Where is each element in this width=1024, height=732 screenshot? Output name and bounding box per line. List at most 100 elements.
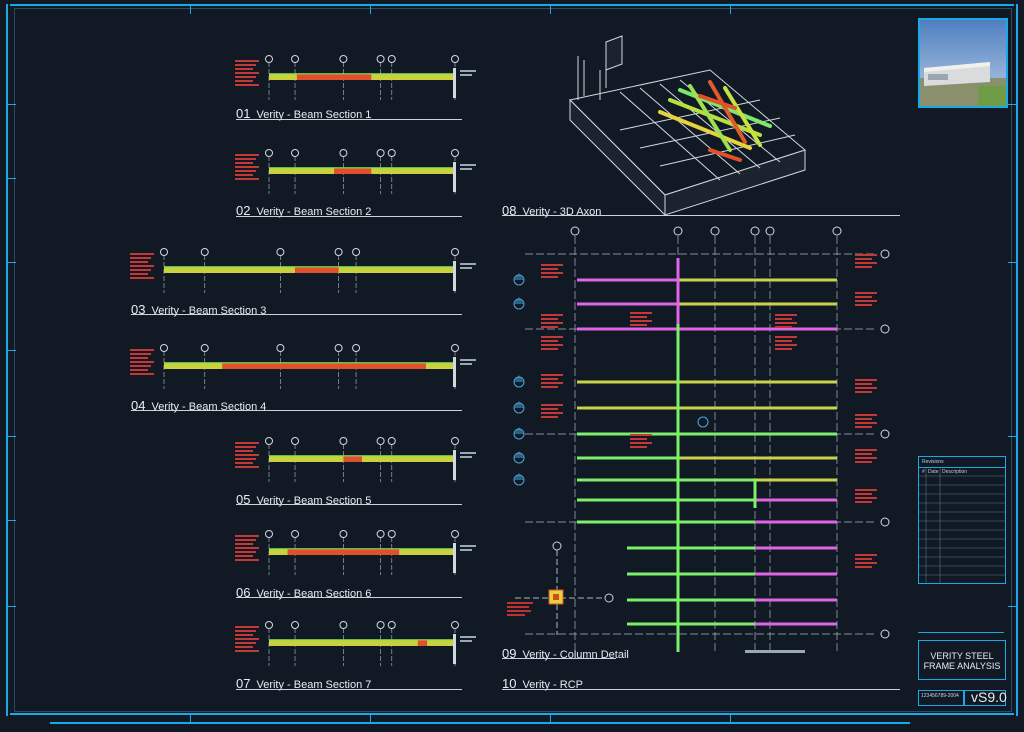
annotation-text: [235, 450, 253, 452]
beam-section-2: [235, 149, 476, 194]
border-tick: [1008, 262, 1018, 263]
annotation-text: [855, 449, 877, 451]
annotation-text: [855, 383, 872, 385]
annotation-text: [855, 292, 877, 294]
annotation-text: [630, 438, 647, 440]
annotation-text: [460, 545, 476, 547]
annotation-text: [130, 357, 148, 359]
annotation-text: [541, 374, 563, 376]
annotation-text: [775, 336, 797, 338]
beam-top-edge: [269, 455, 455, 457]
annotation-text: [855, 262, 877, 264]
annotation-text: [235, 543, 253, 545]
grid-bubble: [265, 149, 273, 157]
section-tag: [697, 416, 709, 428]
annotation-text: [130, 361, 154, 363]
annotation-text: [630, 320, 652, 322]
annotation-text: [235, 170, 256, 172]
view-title-underline: [502, 658, 616, 659]
annotation-text: [541, 412, 563, 414]
border-tick: [1008, 104, 1018, 105]
grid-bubble: [710, 226, 720, 236]
annotation-text: [855, 258, 872, 260]
annotation-text: [460, 456, 472, 458]
annotation-text: [541, 268, 558, 270]
border-tick: [550, 713, 551, 723]
annotation-text: [855, 304, 872, 306]
view-name: Verity - Beam Section 4: [151, 401, 267, 413]
revision-col-description: Description: [942, 469, 968, 475]
rendering-thumbnail: [918, 18, 1008, 108]
axon-wall-left: [569, 98, 666, 217]
axon-view: [568, 35, 807, 217]
annotation-text: [130, 353, 151, 355]
grid-bubble: [750, 226, 760, 236]
annotation-text: [855, 493, 872, 495]
grid-bubble: [265, 621, 273, 629]
top-border-line: [10, 4, 1014, 6]
grid-bubble: [552, 541, 562, 551]
grid-bubble: [276, 248, 285, 256]
border-tick: [190, 713, 191, 723]
grid-bubble: [451, 149, 459, 157]
annotation-text: [130, 269, 151, 271]
annotation-text: [855, 457, 877, 459]
view-title-underline: [131, 314, 462, 315]
beam-hotspot: [343, 456, 362, 462]
grid-bubble: [334, 344, 343, 352]
border-tick: [6, 104, 16, 105]
view-title-underline: [502, 689, 900, 690]
annotation-text: [130, 365, 151, 367]
grid-bubble: [160, 248, 168, 256]
annotation-text: [235, 446, 256, 448]
grid-bubble: [265, 437, 273, 445]
annotation-text: [775, 340, 792, 342]
annotation-text: [460, 640, 472, 642]
axon-wall-right: [664, 149, 806, 216]
rcp-plan: [513, 226, 890, 654]
axon-grid-line: [619, 91, 721, 181]
annotation-text: [855, 558, 872, 560]
grid-bubble: [291, 55, 300, 63]
beam-section-6: [235, 530, 476, 575]
annotation-text: [460, 359, 476, 361]
bottom-border-line: [10, 713, 1014, 715]
revision-grid: [919, 467, 1005, 583]
grid-bubble: [387, 621, 396, 629]
annotation-text: [235, 162, 253, 164]
border-tick: [1008, 436, 1018, 437]
axon-beam: [708, 148, 742, 162]
grid-bubble: [376, 530, 385, 538]
annotation-text: [630, 316, 647, 318]
annotation-text: [460, 363, 472, 365]
border-tick: [190, 4, 191, 14]
annotation-text: [541, 378, 558, 380]
axon-beam: [688, 84, 732, 152]
annotation-text: [541, 340, 558, 342]
view-name: Verity - Beam Section 5: [256, 495, 372, 507]
annotation-text: [541, 314, 563, 316]
end-hatch: [453, 634, 456, 664]
grid-bubble: [160, 344, 168, 352]
annotation-text: [507, 610, 531, 612]
annotation-text: [235, 630, 256, 632]
annotation-text: [235, 154, 259, 156]
grid-bubble: [376, 149, 385, 157]
beam-heatmap: [269, 640, 455, 646]
annotation-text: [235, 555, 253, 557]
annotation-text: [775, 318, 792, 320]
grid-bubble: [451, 55, 459, 63]
end-hatch: [453, 162, 456, 192]
view-name: Verity - Beam Section 6: [256, 588, 372, 600]
annotation-text: [541, 404, 563, 406]
revisions-table: Revisions # Date Description: [918, 456, 1006, 584]
view-number: 05: [236, 492, 251, 507]
beam-top-edge: [269, 167, 455, 169]
annotation-text: [235, 64, 256, 66]
beam-section-5: [235, 437, 476, 482]
annotation-text: [460, 74, 472, 76]
annotation-text: [855, 489, 877, 491]
axon-grid-line: [659, 83, 761, 169]
